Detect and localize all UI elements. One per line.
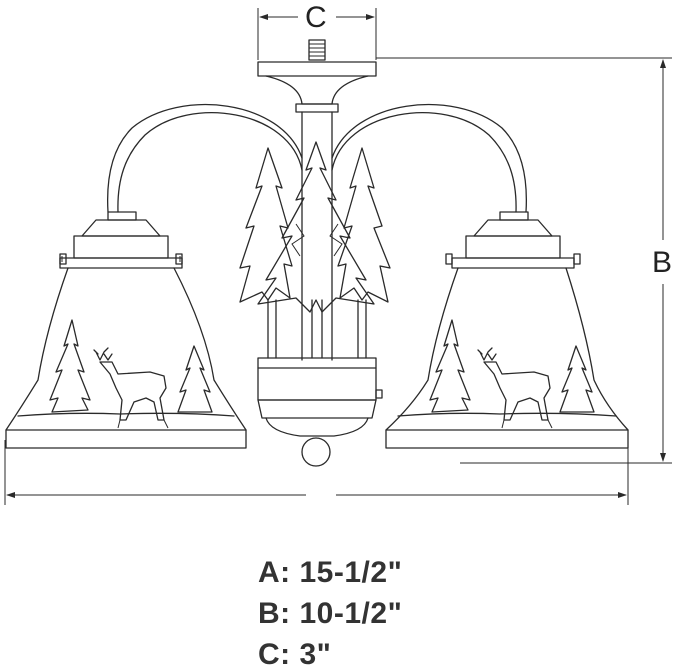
dimension-b: B <box>376 57 672 464</box>
center-body <box>257 299 383 467</box>
dimension-a <box>4 440 629 505</box>
spec-a-label: A: <box>258 556 291 589</box>
spec-b: B: 10-1/2" <box>258 597 402 631</box>
right-lamp <box>385 211 629 449</box>
dimension-b-label: B <box>652 246 672 279</box>
spec-a: A: 15-1/2" <box>258 556 402 590</box>
pine-trees-center <box>239 141 391 313</box>
dimension-c: C <box>257 1 377 60</box>
spec-c: C: 3" <box>258 638 331 672</box>
dimension-c-label: C <box>305 1 327 34</box>
canopy <box>257 39 377 113</box>
spec-b-label: B: <box>258 597 291 630</box>
left-lamp <box>5 211 247 449</box>
spec-c-label: C: <box>258 638 291 671</box>
spec-b-value: 10-1/2" <box>299 597 403 630</box>
arms <box>106 103 528 213</box>
center-stem <box>301 111 333 361</box>
spec-c-value: 3" <box>299 638 332 671</box>
spec-a-value: 15-1/2" <box>299 556 403 589</box>
